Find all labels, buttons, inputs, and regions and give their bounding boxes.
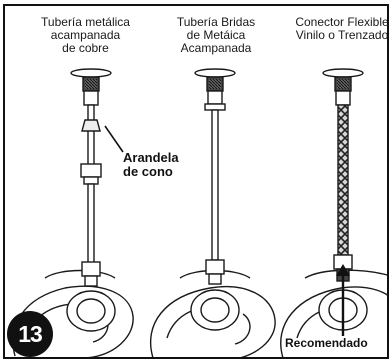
- label-flexible-connector: Conector Flexible Vinilo o Trenzado: [295, 15, 389, 42]
- label-flanged-tube: Tubería Bridas de Metáica Acampanada: [176, 15, 256, 55]
- arrow-icon: [336, 264, 350, 336]
- step-number-badge: 13: [7, 311, 53, 357]
- recommended-callout: Recomendado: [285, 336, 368, 350]
- compression-nut-icon: [83, 90, 99, 106]
- shutoff-valve-icon: [194, 68, 236, 78]
- arrow-icon: [104, 125, 124, 153]
- shutoff-valve-icon: [70, 68, 112, 78]
- flanged-tube-assembly: [149, 68, 276, 357]
- compression-nut-icon: [207, 90, 223, 105]
- braided-connector-assembly: [280, 68, 387, 357]
- supply-tube-icon: [87, 104, 95, 166]
- connector-illustration: [12, 68, 387, 357]
- braided-hose-icon: [337, 104, 349, 256]
- cone-washer-callout: Arandela de cono: [123, 150, 179, 179]
- compression-nut-icon: [335, 90, 351, 106]
- supply-tube-icon: [211, 109, 219, 261]
- shutoff-valve-icon: [322, 68, 364, 78]
- label-copper-flare-tube: Tubería metálica acampanada de cobre: [41, 15, 130, 55]
- instruction-panel: Tubería metálica acampanada de cobre Tub…: [3, 4, 389, 359]
